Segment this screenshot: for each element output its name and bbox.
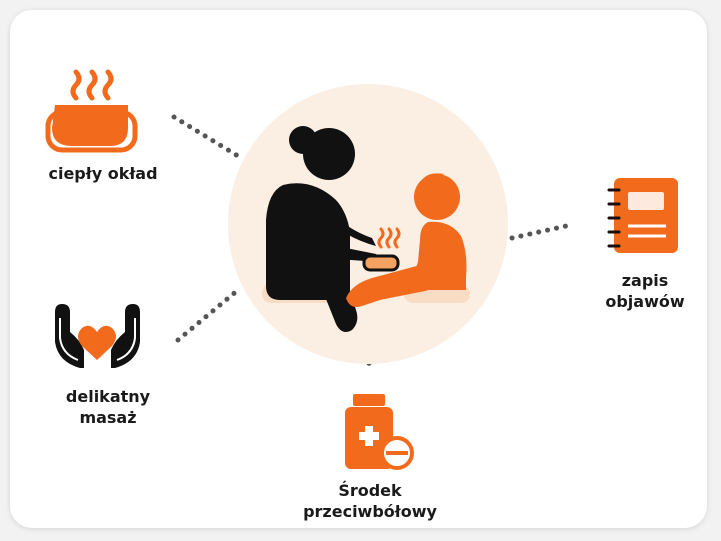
diagram-canvas — [45, 69, 678, 470]
diagram-card: ciepły okład delikatny masaż Środek prze… — [10, 10, 707, 528]
label-massage-line2: masaż — [79, 408, 137, 427]
hands-heart-icon — [55, 304, 140, 368]
warm-compress-icon — [45, 69, 138, 153]
label-journal-line2: objawów — [605, 292, 685, 311]
label-compress: ciepły okład — [48, 164, 158, 183]
label-massage: delikatny masaż — [38, 386, 178, 428]
caregiver-warm-compress-child-icon — [262, 126, 470, 332]
medicine-bottle-icon — [345, 394, 414, 470]
notebook-icon — [607, 178, 678, 253]
connectors — [171, 114, 569, 375]
connector-compress — [171, 114, 241, 159]
label-painkiller-line2: przeciwbółowy — [303, 502, 437, 521]
label-painkiller-line1: Środek — [338, 481, 402, 500]
label-journal: zapis objawów — [585, 270, 705, 312]
connector-massage — [175, 287, 241, 343]
label-massage-line1: delikatny — [65, 387, 151, 406]
label-journal-line1: zapis — [621, 271, 669, 290]
label-painkiller: Środek przeciwbółowy — [300, 480, 440, 522]
connector-journal — [509, 223, 569, 241]
